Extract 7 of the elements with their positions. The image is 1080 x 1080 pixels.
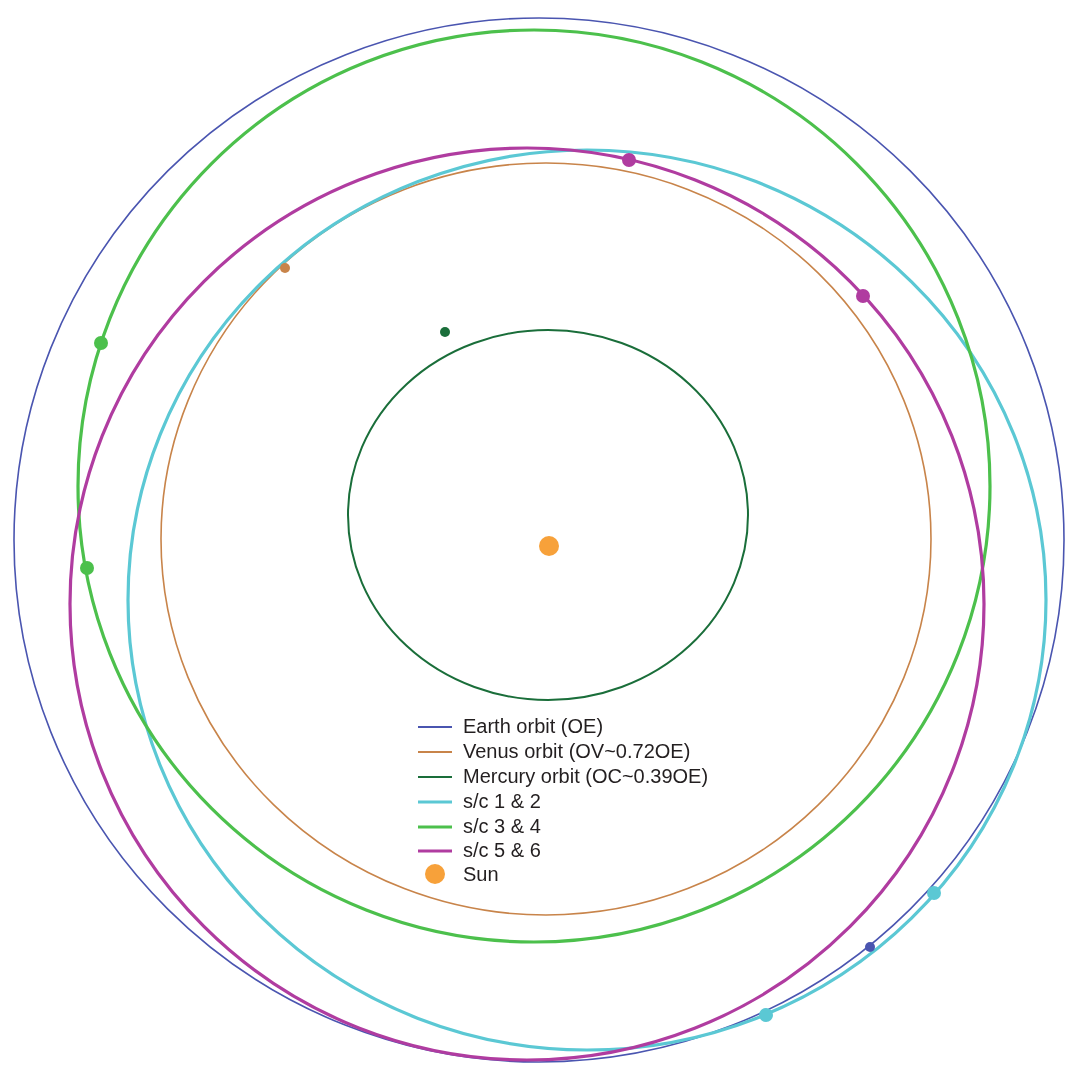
legend-text: Sun [463,863,499,885]
legend-text: Venus orbit (OV~0.72OE) [463,740,691,762]
legend-text: s/c 1 & 2 [463,790,541,812]
legend-text: Mercury orbit (OC~0.39OE) [463,765,709,787]
legend-text: Earth orbit (OE) [463,715,604,737]
legend-text: s/c 5 & 6 [463,839,541,861]
legend-text: s/c 3 & 4 [463,815,541,837]
